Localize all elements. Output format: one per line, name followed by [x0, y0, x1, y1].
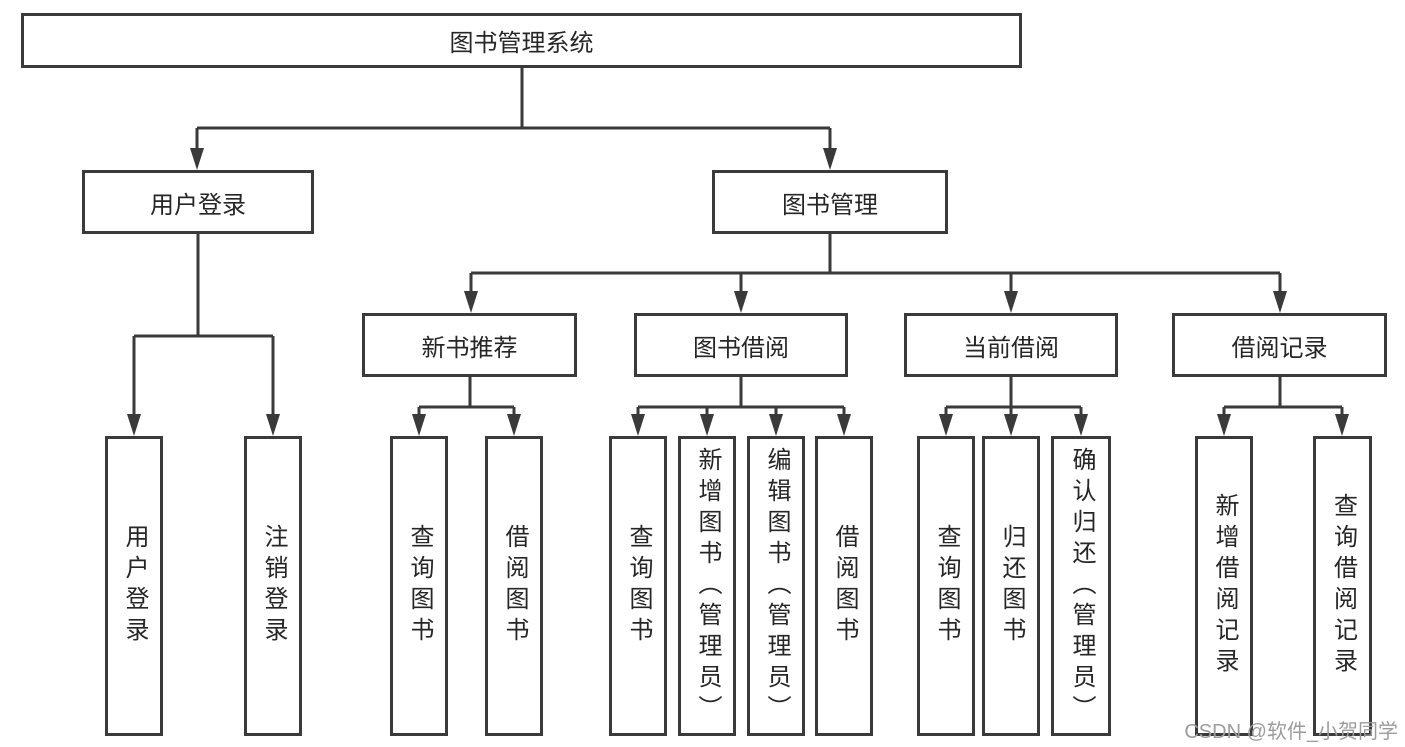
node-new-book-recommend: 新书推荐 [362, 313, 577, 377]
csdn-watermark: CSDN @软件_小贺同学 [1184, 721, 1398, 743]
node-label: 图书管理 [782, 191, 878, 219]
leaf-add-borrow-record: 新增借阅记录 [1195, 436, 1253, 736]
node-label: 新书推荐 [421, 334, 518, 362]
leaf-label: 借阅图书 [831, 524, 858, 648]
leaf-label: 借阅图书 [501, 524, 528, 648]
node-book-borrowing: 图书借阅 [634, 313, 848, 377]
node-label: 图书借阅 [693, 334, 789, 362]
leaf-query-borrow-record: 查询借阅记录 [1313, 436, 1372, 736]
node-label: 借阅记录 [1231, 334, 1328, 362]
leaf-label: 查询图书 [933, 524, 960, 648]
leaf-query-books-2: 查询图书 [609, 436, 667, 736]
leaf-label: 编辑图书（管理员） [763, 446, 790, 726]
node-borrow-records: 借阅记录 [1172, 313, 1387, 377]
arrowhead-icons [127, 148, 1349, 436]
leaf-add-books-admin: 新增图书（管理员） [678, 436, 736, 736]
node-current-borrowing: 当前借阅 [904, 313, 1118, 377]
leaf-query-books-1: 查询图书 [390, 436, 448, 736]
connector-stems [132, 68, 1344, 418]
node-label: 用户登录 [150, 191, 246, 219]
leaf-edit-books-admin: 编辑图书（管理员） [747, 436, 805, 736]
leaf-query-books-3: 查询图书 [917, 436, 975, 736]
node-label: 当前借阅 [963, 334, 1059, 362]
leaf-confirm-return-admin: 确认归还（管理员） [1051, 436, 1111, 736]
node-root-system: 图书管理系统 [21, 13, 1022, 68]
leaf-label: 查询图书 [625, 524, 652, 648]
leaf-label: 确认归还（管理员） [1068, 446, 1095, 726]
leaf-label: 用户登录 [121, 524, 148, 648]
node-label: 图书管理系统 [449, 30, 594, 57]
leaf-borrow-books-2: 借阅图书 [815, 436, 873, 736]
leaf-borrow-books-1: 借阅图书 [485, 436, 543, 736]
leaf-logout: 注销登录 [244, 436, 302, 736]
leaf-return-books: 归还图书 [982, 436, 1040, 736]
node-book-management-branch: 图书管理 [712, 170, 948, 234]
node-user-login-branch: 用户登录 [82, 170, 314, 234]
leaf-label: 归还图书 [998, 524, 1025, 648]
leaf-label: 查询借阅记录 [1329, 493, 1357, 679]
leaf-user-login: 用户登录 [105, 436, 163, 736]
leaf-label: 查询图书 [406, 524, 433, 648]
leaf-label: 注销登录 [260, 524, 287, 648]
leaf-label: 新增借阅记录 [1211, 493, 1238, 679]
leaf-label: 新增图书（管理员） [694, 446, 721, 726]
